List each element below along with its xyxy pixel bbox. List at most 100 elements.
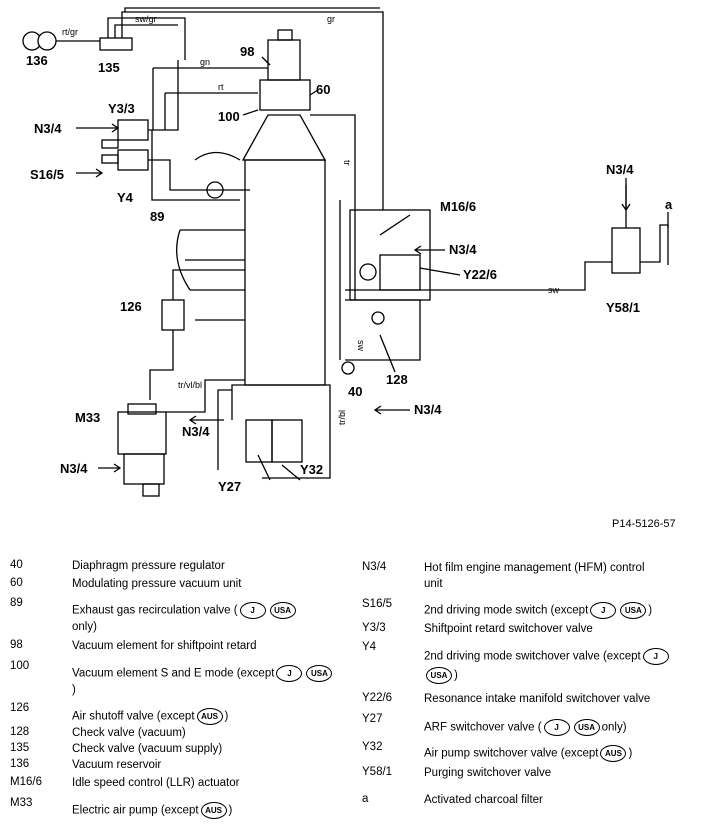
badge-usa: USA	[306, 665, 333, 682]
label-128: 128	[386, 372, 408, 387]
wire-swgr: sw/gr	[135, 14, 157, 24]
legend-text: 2nd driving mode switchover valve (excep…	[424, 648, 671, 665]
legend-code: N3/4	[362, 561, 387, 573]
legend-code: Y32	[362, 741, 383, 753]
legend-text: Resonance intake manifold switchover val…	[424, 693, 651, 705]
label-y32: Y32	[300, 462, 323, 477]
wire-gn: gn	[200, 57, 210, 67]
label-y226: Y22/6	[463, 267, 497, 282]
badge-aus: AUS	[196, 708, 223, 725]
air-pump-switchover-valve	[271, 419, 303, 463]
wire-sw-vertical: sw	[356, 340, 366, 352]
legend-code: Y22/6	[362, 692, 393, 704]
wire-trbl: tr/bl	[337, 410, 347, 425]
legend-text: Modulating pressure vacuum unit	[72, 578, 242, 590]
legend-text: unit	[424, 578, 443, 590]
legend-text: Shiftpoint retard switchover valve	[424, 623, 593, 635]
legend-code: 135	[10, 742, 30, 754]
purging-switchover-valve	[611, 227, 641, 274]
label-n34-f: N3/4	[60, 461, 88, 476]
legend-text: USA)	[424, 667, 458, 684]
legend-code: 100	[10, 660, 30, 672]
figure-reference: P14-5126-57	[612, 518, 676, 530]
legend-text: Idle speed control (LLR) actuator	[72, 777, 240, 789]
label-40: 40	[348, 384, 362, 399]
legend-code: M16/6	[10, 776, 42, 788]
badge-aus: AUS	[200, 802, 227, 819]
badge-usa: USA	[269, 602, 296, 619]
electric-air-pump	[117, 411, 167, 455]
wire-sw: sw	[548, 285, 560, 295]
badge-j: J	[543, 719, 570, 736]
legend-text: )	[72, 684, 76, 696]
vacuum-element-98	[267, 39, 301, 81]
badge-aus: AUS	[600, 745, 627, 762]
legend-text: Vacuum element for shiftpoint retard	[72, 640, 257, 652]
vacuum-system-diagram: 136 135 98 60 100 Y3/3 N3/4 S16/5 Y4 89 …	[22, 7, 673, 497]
switchover-valve-y33	[117, 119, 149, 141]
label-100: 100	[218, 109, 240, 124]
legend-code: a	[362, 793, 369, 805]
legend-code: S16/5	[362, 598, 393, 610]
label-n34-b: N3/4	[449, 242, 477, 257]
air-shutoff-valve	[161, 299, 185, 331]
label-m166: M16/6	[440, 199, 476, 214]
legend-text: Diaphragm pressure regulator	[72, 560, 225, 572]
label-y581: Y58/1	[606, 300, 640, 315]
legend-code: 136	[10, 758, 30, 770]
pressure-regulator	[341, 361, 355, 375]
badge-j: J	[590, 602, 617, 619]
badge-usa: USA	[426, 667, 452, 684]
legend-code: Y4	[362, 641, 377, 653]
switchover-valve-y4	[117, 149, 149, 171]
label-n34-c: N3/4	[606, 162, 634, 177]
wire-gr: gr	[327, 14, 335, 24]
label-135: 135	[98, 60, 120, 75]
label-98: 98	[240, 44, 254, 59]
label-n34-d: N3/4	[414, 402, 442, 417]
label-n34-e: N3/4	[182, 424, 210, 439]
label-y27: Y27	[218, 479, 241, 494]
label-a: a	[665, 197, 673, 212]
wire-rt: rt	[218, 82, 224, 92]
badge-j: J	[642, 648, 669, 665]
legend-code: 89	[10, 597, 23, 609]
badge-j: J	[276, 665, 303, 682]
label-y33: Y3/3	[108, 101, 135, 116]
legend-code: 40	[10, 559, 23, 571]
label-136: 136	[26, 53, 48, 68]
wire-rtgr: rt/gr	[62, 27, 78, 37]
check-valve-128	[371, 311, 385, 325]
label-89: 89	[150, 209, 164, 224]
legend-text: Check valve (vacuum)	[72, 727, 186, 739]
legend-code: 98	[10, 639, 23, 651]
legend-code: M33	[10, 797, 33, 809]
legend-code: 60	[10, 577, 23, 589]
legend-text: Purging switchover valve	[424, 767, 552, 779]
badge-usa: USA	[620, 602, 647, 619]
badge-usa: USA	[573, 719, 600, 736]
check-valve-135	[99, 37, 133, 51]
legend-code: 128	[10, 726, 30, 738]
legend-text: Hot film engine management (HFM) control	[424, 562, 645, 574]
wire-trvlbl: tr/vl/bl	[178, 380, 202, 390]
legend-code: Y58/1	[362, 766, 393, 778]
wire-tr: tr	[342, 160, 352, 166]
egr-valve	[206, 181, 224, 199]
legend-text: only)	[72, 621, 97, 633]
legend-code: 126	[10, 702, 30, 714]
legend-code: Y27	[362, 713, 383, 725]
legend-text: Vacuum reservoir	[72, 759, 162, 771]
legend-code: Y3/3	[362, 622, 386, 634]
label-126: 126	[120, 299, 142, 314]
label-y4: Y4	[117, 190, 134, 205]
label-60: 60	[316, 82, 330, 97]
legend-text: Activated charcoal filter	[424, 794, 543, 806]
legend-text: Check valve (vacuum supply)	[72, 743, 223, 755]
